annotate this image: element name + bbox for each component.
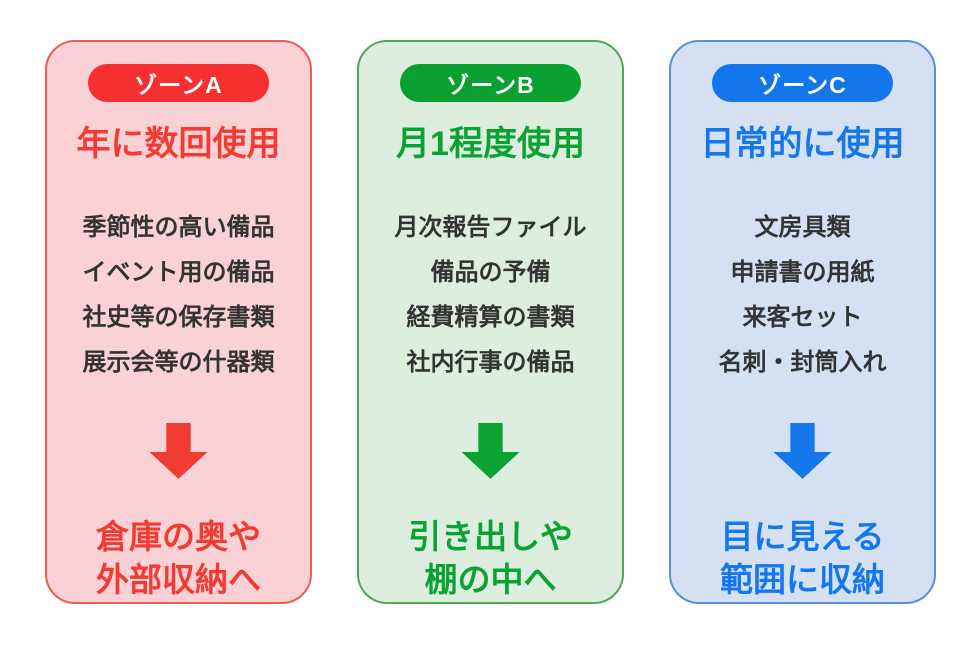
zone-b-panel: ゾーンB 月1程度使用 月次報告ファイル 備品の予備 経費精算の書類 社内行事の… [357, 40, 624, 604]
zone-item: イベント用の備品 [82, 258, 275, 286]
zone-item: 来客セット [742, 303, 863, 331]
zone-item: 備品の予備 [430, 258, 551, 286]
result-line: 引き出しや [408, 517, 573, 555]
zone-b-frequency-title: 月1程度使用 [396, 124, 585, 163]
storage-zones-diagram: ゾーンA 年に数回使用 季節性の高い備品 イベント用の備品 社史等の保存書類 展… [45, 40, 936, 604]
zone-item: 文房具類 [754, 213, 851, 241]
zone-item: 経費精算の書類 [406, 303, 575, 331]
zone-c-panel: ゾーンC 日常的に使用 文房具類 申請書の用紙 来客セット 名刺・封筒入れ 目に… [669, 40, 936, 604]
zone-a-badge: ゾーンA [88, 64, 269, 102]
down-arrow-icon [149, 422, 208, 479]
zone-b-badge: ゾーンB [400, 64, 581, 102]
zone-item: 月次報告ファイル [394, 213, 587, 241]
result-line: 目に見える [720, 517, 885, 555]
result-line: 範囲に収納 [720, 561, 885, 599]
result-line: 棚の中へ [424, 561, 557, 599]
zone-item: 名刺・封筒入れ [718, 348, 887, 376]
zone-a-storage-result: 倉庫の奥や 外部収納へ [96, 515, 261, 602]
zone-c-storage-result: 目に見える 範囲に収納 [720, 515, 885, 602]
zone-c-items-list: 文房具類 申請書の用紙 来客セット 名刺・封筒入れ [719, 205, 887, 385]
zone-item: 展示会等の什器類 [82, 348, 275, 376]
down-arrow-icon [773, 422, 832, 479]
zone-b-storage-result: 引き出しや 棚の中へ [408, 515, 573, 602]
zone-c-badge: ゾーンC [712, 64, 893, 102]
zone-b-items-list: 月次報告ファイル 備品の予備 経費精算の書類 社内行事の備品 [395, 205, 587, 385]
zone-c-frequency-title: 日常的に使用 [700, 124, 905, 163]
zone-a-panel: ゾーンA 年に数回使用 季節性の高い備品 イベント用の備品 社史等の保存書類 展… [45, 40, 312, 604]
zone-a-items-list: 季節性の高い備品 イベント用の備品 社史等の保存書類 展示会等の什器類 [83, 205, 275, 385]
zone-item: 社内行事の備品 [406, 348, 575, 376]
zone-item: 社史等の保存書類 [82, 303, 275, 331]
down-arrow-icon [461, 422, 520, 479]
zone-item: 申請書の用紙 [730, 258, 875, 286]
zone-item: 季節性の高い備品 [82, 213, 275, 241]
zone-a-frequency-title: 年に数回使用 [76, 124, 281, 163]
result-line: 倉庫の奥や [96, 517, 261, 555]
result-line: 外部収納へ [96, 561, 261, 599]
